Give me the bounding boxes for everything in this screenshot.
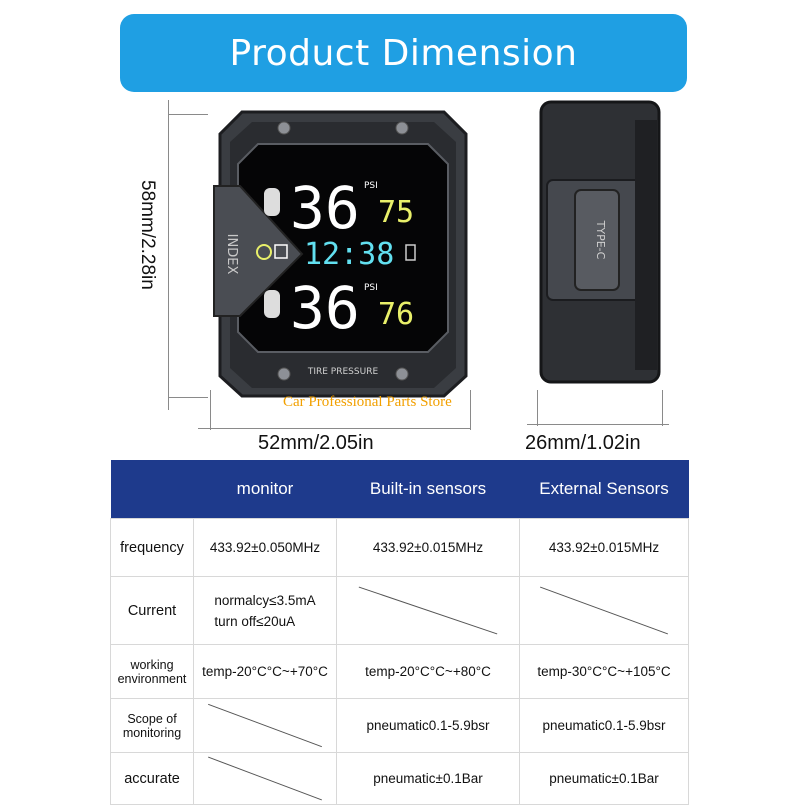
rear-pressure-value: 36 xyxy=(290,274,360,342)
tpms-monitor-front: INDEX 36 36 PSI PSI 75 76 12:38 TIRE PRE… xyxy=(213,110,468,398)
cell-builtin-environment: temp-20°C°C~+80°C xyxy=(336,644,520,699)
height-dimension-label: 58mm/2.28in xyxy=(137,180,158,290)
cell-monitor-environment: temp-20°C°C~+70°C xyxy=(193,644,337,699)
cell-builtin-accurate: pneumatic±0.1Bar xyxy=(336,752,520,805)
row-label-working-line2: environment xyxy=(117,671,187,686)
cell-external-accurate: pneumatic±0.1Bar xyxy=(519,752,689,805)
cell-external-frequency: 433.92±0.015MHz xyxy=(519,518,689,577)
depth-right-tick xyxy=(662,390,663,426)
current-normal-value: normalcy≤3.5mA xyxy=(214,592,316,608)
table-row: Scope of monitoring pneumatic0.1-5.9bsr … xyxy=(110,698,689,753)
front-psi-unit: PSI xyxy=(364,181,378,191)
temp-unit-icon xyxy=(274,244,288,259)
row-label-working-environment: working environment xyxy=(110,644,194,699)
banner-title: Product Dimension xyxy=(229,32,578,74)
depth-left-tick xyxy=(537,390,538,426)
table-header-row: monitor Built-in sensors External Sensor… xyxy=(110,460,689,519)
row-label-current: Current xyxy=(110,576,194,645)
clock-display: 12:38 xyxy=(304,237,394,272)
header-blank xyxy=(110,460,194,519)
rear-psi-unit: PSI xyxy=(364,283,378,293)
height-line xyxy=(168,100,169,410)
type-c-port-label: TYPE-C xyxy=(594,220,607,260)
title-banner: Product Dimension xyxy=(120,14,687,92)
tire-pressure-footer: TIRE PRESSURE xyxy=(307,367,379,377)
cell-external-scope: pneumatic0.1-5.9bsr xyxy=(519,698,689,753)
brand-logo-text: INDEX xyxy=(224,234,239,275)
front-temp-value: 75 xyxy=(378,195,414,230)
cell-external-current-empty xyxy=(519,576,689,645)
header-external-sensors: External Sensors xyxy=(519,460,689,519)
header-built-in-sensors: Built-in sensors xyxy=(336,460,520,519)
cell-monitor-accurate-empty xyxy=(193,752,337,805)
row-label-frequency: frequency xyxy=(110,518,194,577)
row-label-working-line1: working xyxy=(130,657,174,672)
cell-builtin-current-empty xyxy=(336,576,520,645)
width-dimension-label: 52mm/2.05in xyxy=(258,432,374,454)
cell-builtin-scope: pneumatic0.1-5.9bsr xyxy=(336,698,520,753)
width-right-tick xyxy=(470,390,471,430)
depth-line xyxy=(527,424,669,425)
table-row: frequency 433.92±0.050MHz 433.92±0.015MH… xyxy=(110,518,689,577)
header-monitor: monitor xyxy=(193,460,337,519)
cell-monitor-current: normalcy≤3.5mA turn off≤20uA xyxy=(193,576,337,645)
height-bottom-tick xyxy=(168,397,208,398)
cell-monitor-scope-empty xyxy=(193,698,337,753)
rear-temp-value: 76 xyxy=(378,297,414,332)
row-label-accurate: accurate xyxy=(110,752,194,805)
tpms-warning-icon xyxy=(256,244,272,260)
width-line xyxy=(198,428,470,429)
height-top-tick xyxy=(168,114,208,115)
current-off-value: turn off≤20uA xyxy=(214,613,296,629)
row-label-scope-of-monitoring: Scope of monitoring xyxy=(110,698,194,753)
table-row: Current normalcy≤3.5mA turn off≤20uA xyxy=(110,576,689,645)
cell-external-environment: temp-30°C°C~+105°C xyxy=(519,644,689,699)
row-label-scope-line2: monitoring xyxy=(122,725,182,740)
row-label-scope-line1: Scope of xyxy=(127,711,177,726)
depth-dimension-label: 26mm/1.02in xyxy=(525,432,641,454)
spec-table: monitor Built-in sensors External Sensor… xyxy=(110,460,689,805)
store-watermark: Car Professional Parts Store xyxy=(283,394,452,410)
tpms-monitor-side: TYPE-C xyxy=(539,100,661,384)
front-pressure-value: 36 xyxy=(290,174,360,242)
width-left-tick xyxy=(210,390,211,430)
table-row: working environment temp-20°C°C~+70°C te… xyxy=(110,644,689,699)
battery-icon xyxy=(405,244,416,261)
cell-builtin-frequency: 433.92±0.015MHz xyxy=(336,518,520,577)
cell-monitor-frequency: 433.92±0.050MHz xyxy=(193,518,337,577)
table-row: accurate pneumatic±0.1Bar pneumatic±0.1B… xyxy=(110,752,689,805)
